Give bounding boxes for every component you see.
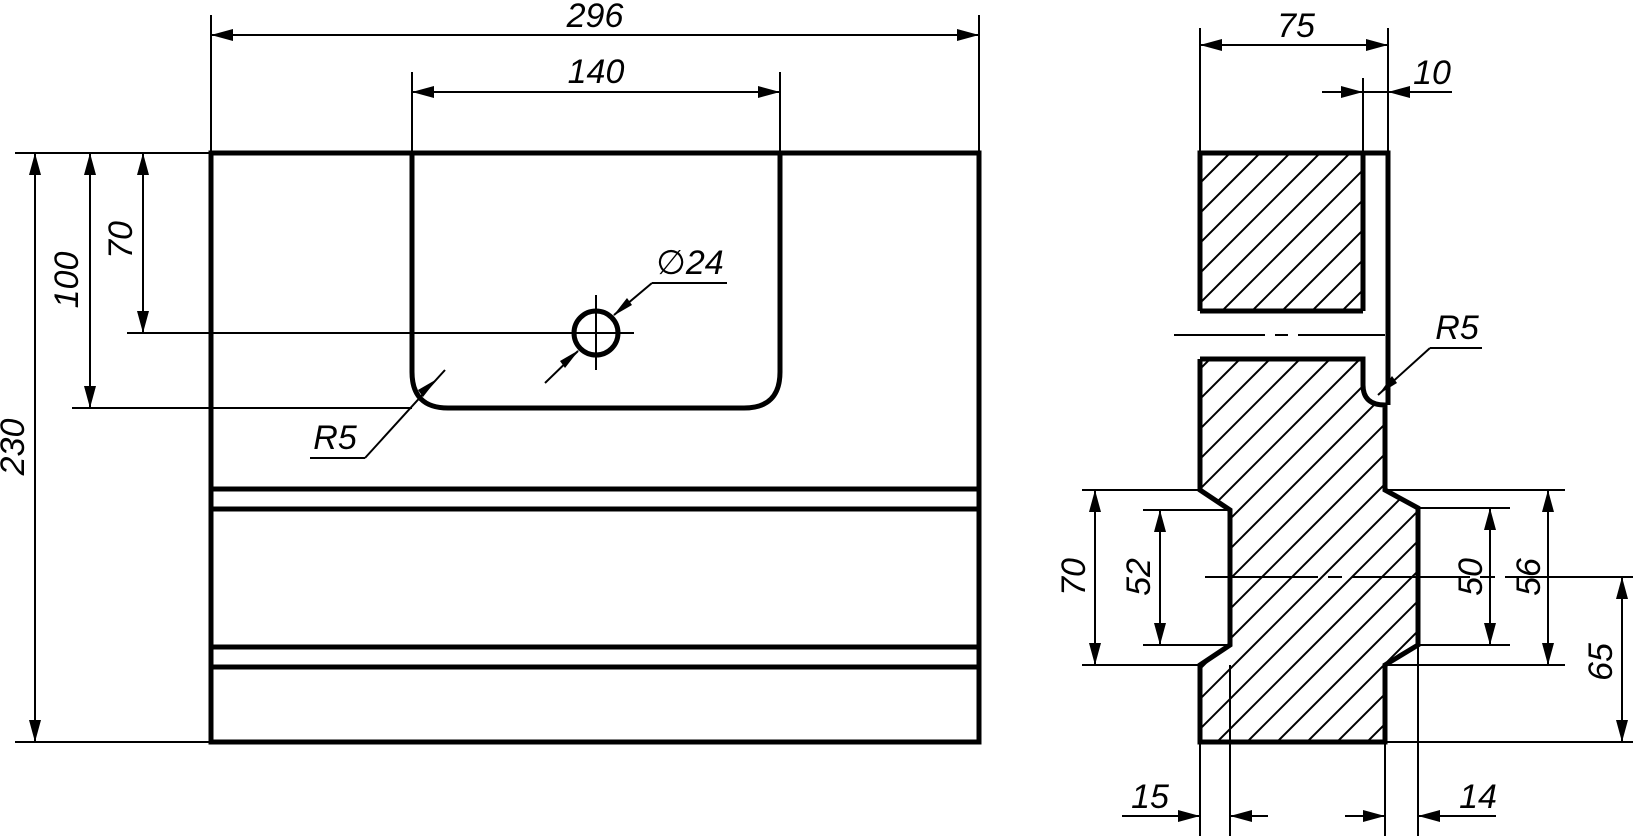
dim-15: 15 xyxy=(1131,778,1169,816)
dim-56: 56 xyxy=(1510,558,1548,596)
section-outline xyxy=(1197,150,1421,745)
section-arrowheads xyxy=(1089,39,1628,822)
dim-70-front: 70 xyxy=(102,221,140,259)
dim-296: 296 xyxy=(566,0,624,35)
front-view: 296 140 ∅24 R5 230 100 70 xyxy=(0,0,982,745)
dim-50: 50 xyxy=(1452,558,1490,596)
dim-10: 10 xyxy=(1413,54,1451,92)
dim-230: 230 xyxy=(0,419,32,477)
dim-75: 75 xyxy=(1277,7,1315,45)
front-arrowheads xyxy=(29,29,979,742)
dim-r5-front: R5 xyxy=(313,419,357,457)
dim-52: 52 xyxy=(1120,558,1158,596)
pocket-outline xyxy=(409,153,783,411)
dim-100: 100 xyxy=(48,252,86,309)
hatching-upper xyxy=(1200,153,1363,311)
dim-65: 65 xyxy=(1582,643,1620,681)
dim-70-section: 70 xyxy=(1055,558,1093,596)
hatching-lower xyxy=(1200,359,1418,742)
dim-140: 140 xyxy=(568,53,625,91)
front-body-outline xyxy=(208,150,982,745)
front-dimension-lines xyxy=(15,15,980,743)
section-view: 75 10 R5 70 52 50 56 65 15 14 xyxy=(1055,7,1633,836)
groove-lines xyxy=(211,486,979,670)
dim-r5-section: R5 xyxy=(1435,309,1479,347)
dim-diameter-24: ∅24 xyxy=(656,244,723,282)
section-dimension-lines xyxy=(1082,28,1633,836)
dim-14: 14 xyxy=(1459,778,1497,816)
